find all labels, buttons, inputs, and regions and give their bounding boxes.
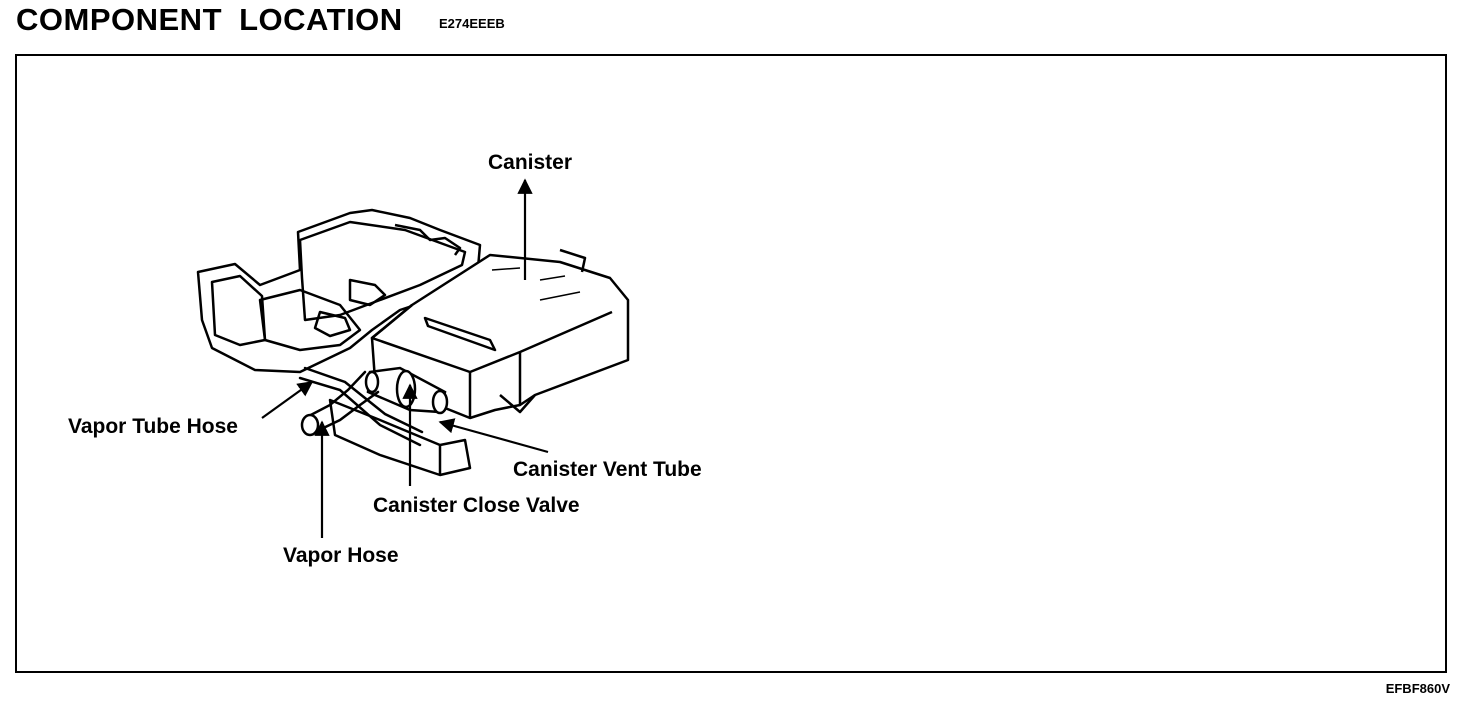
section-code: E274EEEB bbox=[439, 16, 505, 31]
lower-bracket bbox=[328, 398, 472, 477]
vapor-tube-hose-label: Vapor Tube Hose bbox=[68, 415, 238, 438]
canister-vent-tube-leader bbox=[438, 418, 549, 454]
canister-label: Canister bbox=[488, 151, 572, 174]
page-title: COMPONENT LOCATION bbox=[16, 2, 403, 37]
canister-close-valve-label: Canister Close Valve bbox=[373, 494, 580, 517]
canister-vent-tube-label: Canister Vent Tube bbox=[513, 458, 702, 481]
vapor-tube-hose-leader bbox=[261, 381, 314, 419]
diagram-frame bbox=[15, 54, 1447, 673]
vapor-hose-label: Vapor Hose bbox=[283, 544, 399, 567]
figure-code: EFBF860V bbox=[1385, 681, 1450, 696]
leader-lines bbox=[261, 178, 549, 538]
fuel-tank-tray bbox=[196, 208, 482, 374]
